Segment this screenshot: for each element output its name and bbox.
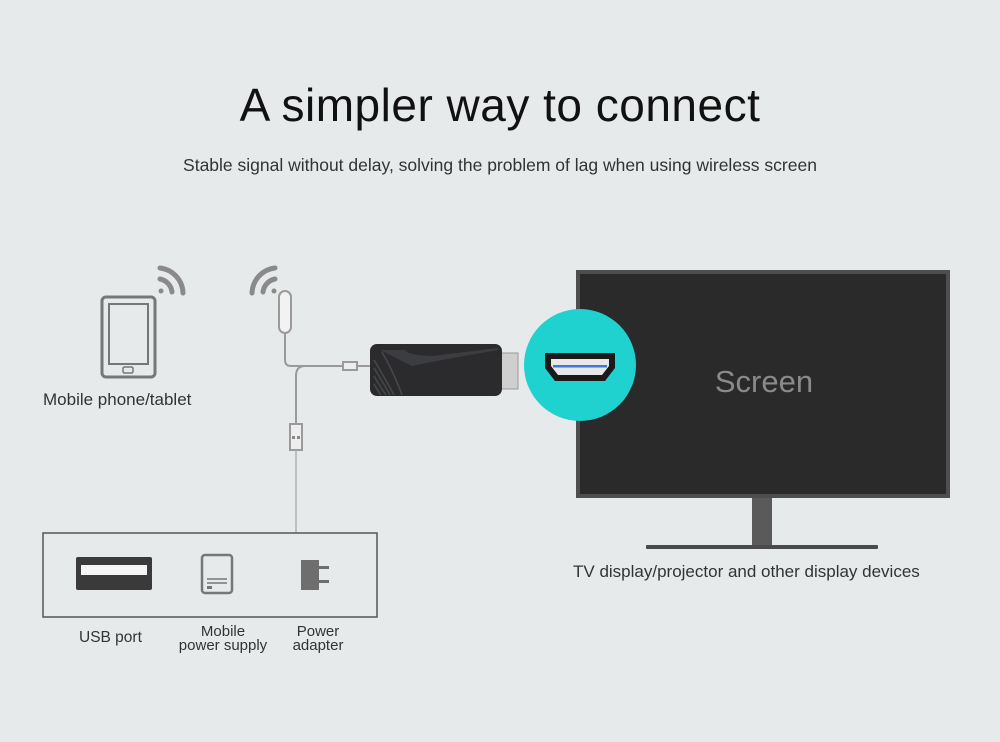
antenna-cable [278, 290, 372, 533]
tv-label: TV display/projector and other display d… [573, 562, 920, 581]
mobile-power-label: Mobile power supply [170, 623, 276, 654]
mobile-power-label-line1: Mobile [200, 623, 246, 640]
page-title: A simpler way to connect [239, 79, 761, 131]
usb-port-label: USB port [79, 629, 142, 646]
page-subtitle: Stable signal without delay, solving the… [183, 155, 817, 175]
phone-label: Mobile phone/tablet [43, 390, 192, 409]
hdmi-dongle [370, 344, 519, 396]
power-adapter-label: Power adapter [282, 623, 354, 654]
power-adapter-icon [301, 560, 329, 590]
tv-display [576, 270, 950, 549]
mobile-power-label-line2: power supply [178, 637, 268, 654]
wifi-signal-icon [249, 265, 278, 296]
hdmi-port-icon [524, 309, 636, 421]
usb-port-icon [76, 557, 152, 590]
wifi-signal-icon [157, 265, 186, 296]
power-adapter-label-line2: adapter [292, 637, 344, 654]
tablet-icon [100, 295, 157, 379]
screen-text: Screen [714, 364, 814, 399]
power-bank-icon [200, 553, 234, 595]
power-adapter-label-line1: Power [296, 623, 340, 640]
power-source-box [42, 532, 378, 618]
